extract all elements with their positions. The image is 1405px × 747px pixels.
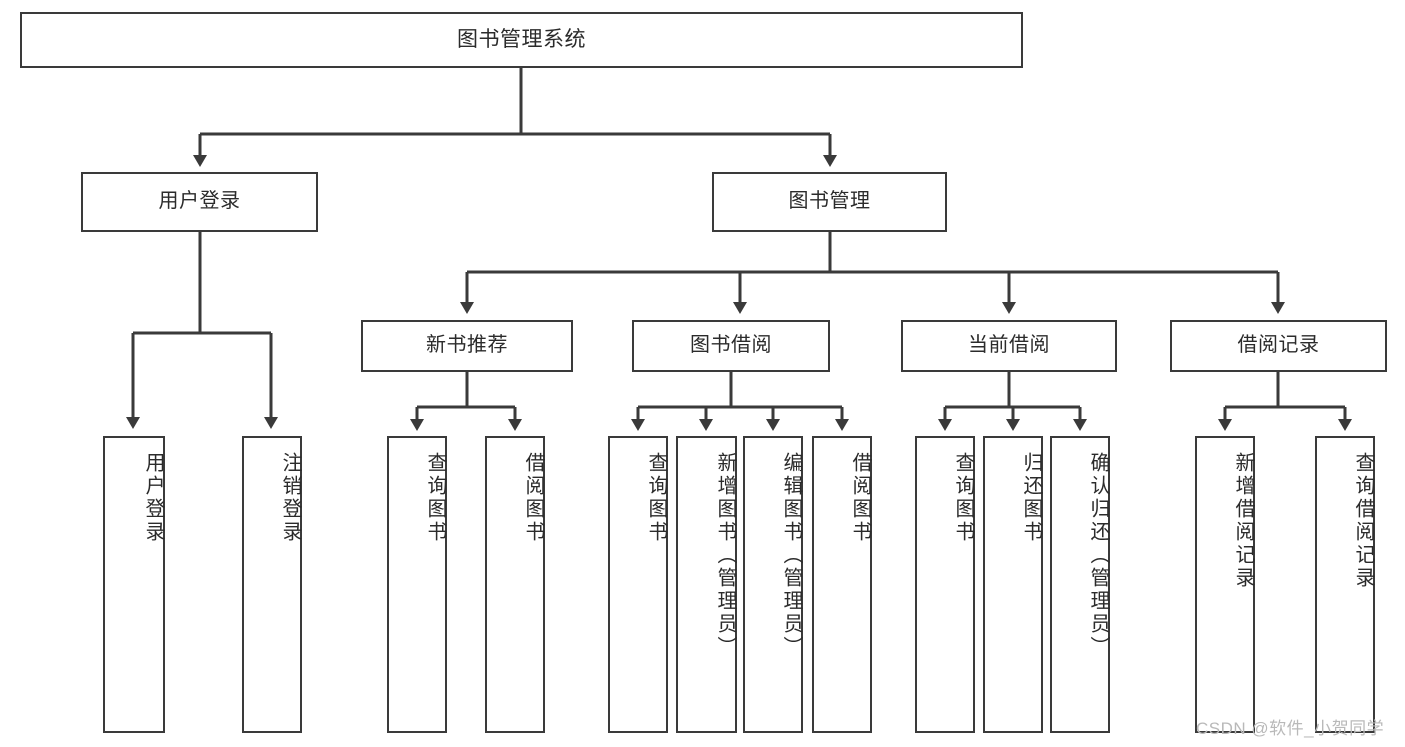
- leaf-query-book-recommend[interactable]: 查询图书: [387, 436, 447, 733]
- leaf-label: 查询图书: [645, 452, 667, 544]
- leaf-label: 新增图书（管理员）: [714, 452, 736, 659]
- node-current-borrow[interactable]: 当前借阅: [901, 320, 1117, 372]
- leaf-label: 编辑图书（管理员）: [780, 452, 802, 659]
- node-user-login[interactable]: 用户登录: [81, 172, 318, 232]
- node-book-manage[interactable]: 图书管理: [712, 172, 947, 232]
- watermark: CSDN @软件_小贺同学: [1196, 719, 1385, 738]
- leaf-label: 用户登录: [142, 452, 164, 544]
- leaf-add-borrow-record[interactable]: 新增借阅记录: [1195, 436, 1255, 733]
- node-new-book-recommend[interactable]: 新书推荐: [361, 320, 573, 372]
- leaf-user-login[interactable]: 用户登录: [103, 436, 165, 733]
- leaf-query-book-current[interactable]: 查询图书: [915, 436, 975, 733]
- leaf-query-borrow-record[interactable]: 查询借阅记录: [1315, 436, 1375, 733]
- node-book-borrow[interactable]: 图书借阅: [632, 320, 830, 372]
- leaf-label: 查询借阅记录: [1352, 452, 1374, 590]
- leaf-edit-book-admin[interactable]: 编辑图书（管理员）: [743, 436, 803, 733]
- leaf-borrow-book[interactable]: 借阅图书: [812, 436, 872, 733]
- leaf-label: 注销登录: [279, 452, 301, 544]
- leaf-borrow-book-recommend[interactable]: 借阅图书: [485, 436, 545, 733]
- leaf-label: 借阅图书: [522, 452, 544, 544]
- node-borrow-record[interactable]: 借阅记录: [1170, 320, 1387, 372]
- leaf-query-book-borrow[interactable]: 查询图书: [608, 436, 668, 733]
- node-root[interactable]: 图书管理系统: [20, 12, 1023, 68]
- leaf-user-logout[interactable]: 注销登录: [242, 436, 302, 733]
- leaf-label: 查询图书: [952, 452, 974, 544]
- leaf-label: 新增借阅记录: [1232, 452, 1254, 590]
- leaf-add-book-admin[interactable]: 新增图书（管理员）: [676, 436, 737, 733]
- leaf-confirm-return-admin[interactable]: 确认归还（管理员）: [1050, 436, 1110, 733]
- leaf-label: 确认归还（管理员）: [1087, 452, 1109, 659]
- leaf-label: 查询图书: [424, 452, 446, 544]
- leaf-label: 借阅图书: [849, 452, 871, 544]
- leaf-return-book[interactable]: 归还图书: [983, 436, 1043, 733]
- leaf-label: 归还图书: [1020, 452, 1042, 544]
